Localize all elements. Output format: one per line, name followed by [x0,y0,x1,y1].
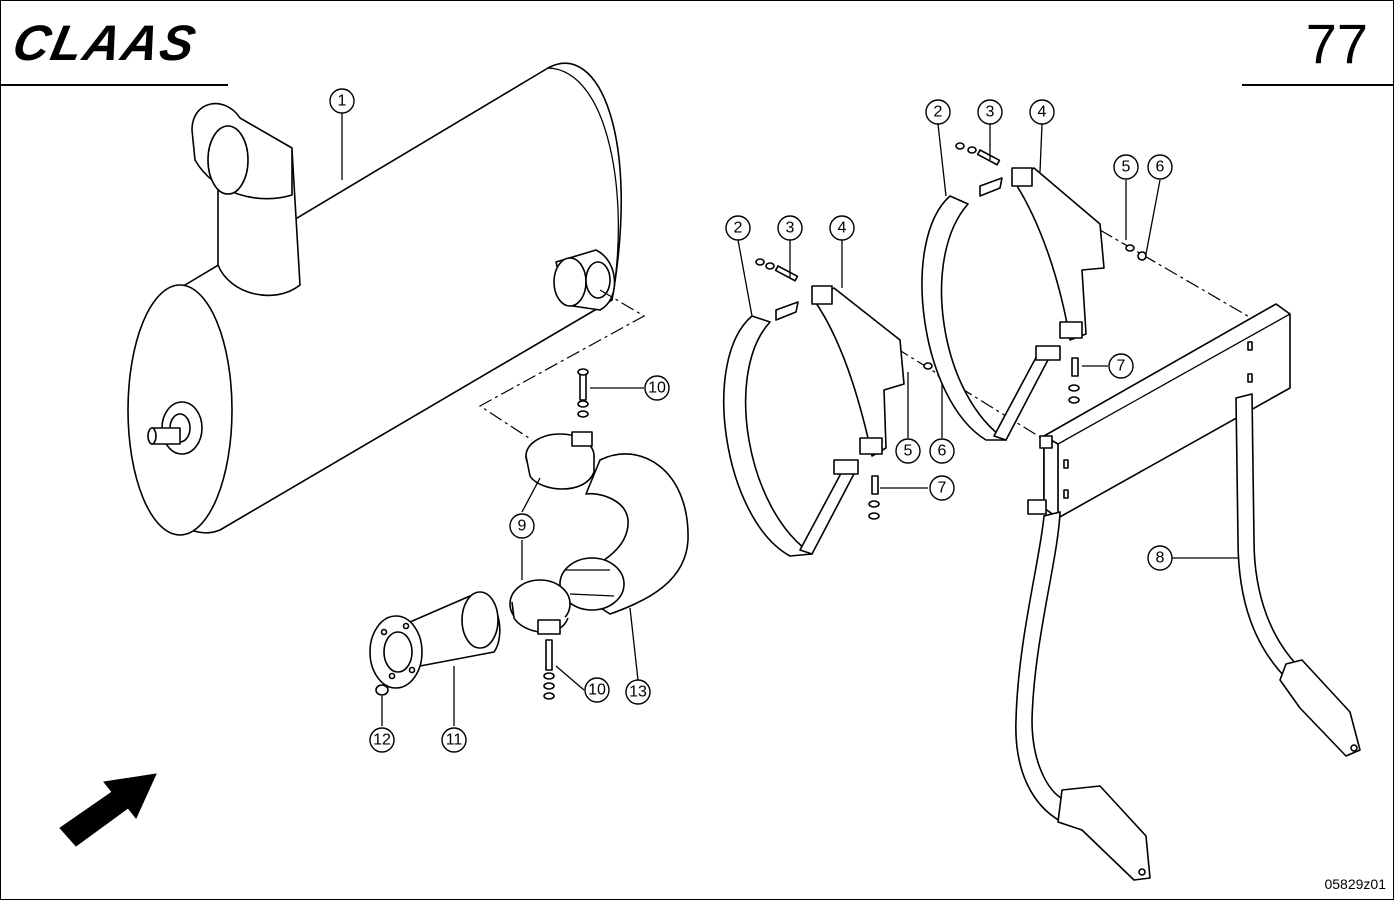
callout-7-right: 7 [1108,353,1134,379]
bolt-lower [543,639,555,700]
callout-label: 6 [938,443,947,460]
bracket-left [811,285,905,457]
callout-label: 7 [938,480,947,497]
support-frame [1015,303,1361,881]
leader-lines [381,123,1238,726]
callout-9: 9 [509,513,535,539]
bent-pipe [559,453,689,615]
callout-label: 3 [786,220,795,237]
muffler [127,62,622,536]
clamp-lower [509,579,571,635]
callout-3-right: 3 [977,99,1003,125]
callout-label: 6 [1156,159,1165,176]
bolts-right [955,142,1147,404]
callout-label: 4 [838,220,847,237]
page-number-rule [1242,84,1394,86]
callout-label: 3 [986,104,995,121]
callout-8: 8 [1147,545,1173,571]
callout-label: 7 [1117,358,1126,375]
assembly-axis [478,289,646,441]
callout-label: 10 [588,682,606,699]
callout-12: 12 [369,727,395,753]
callout-1: 1 [329,88,355,114]
logo-rule [0,84,228,86]
strap-right [921,177,1061,441]
clamp-upper [525,431,595,490]
bracket-right [1011,167,1105,341]
callout-label: 10 [648,380,666,397]
callout-label: 4 [1038,104,1047,121]
assembly-axis [895,347,1049,443]
strap-left [723,301,859,557]
callout-6-left: 6 [929,438,955,464]
callout-2-right: 2 [925,99,951,125]
bolts-left [755,258,947,520]
callout-label: 1 [338,93,347,110]
callout-label: 2 [934,104,943,121]
direction-arrow-icon [59,773,157,847]
callout-label: 11 [446,732,463,749]
bolt-upper [577,368,589,418]
callout-13: 13 [625,679,651,705]
callout-label: 13 [629,684,647,701]
assembly-axis [1099,229,1259,323]
callout-label: 12 [373,732,391,749]
adapter-pipe [369,591,501,696]
callout-label: 8 [1156,550,1165,567]
callout-5-left: 5 [895,438,921,464]
callout-label: 5 [904,443,913,460]
page-number: 77 [1305,12,1368,75]
callout-11: 11 [441,727,467,753]
callout-2-left: 2 [725,215,751,241]
callout-7-left: 7 [929,475,955,501]
callout-label: 9 [518,518,527,535]
callout-10-upper: 10 [644,375,670,401]
callout-4-left: 4 [829,215,855,241]
callout-label: 2 [734,220,743,237]
callout-6-right: 6 [1147,154,1173,180]
callout-label: 5 [1122,159,1131,176]
callout-5-right: 5 [1113,154,1139,180]
callout-3-left: 3 [777,215,803,241]
callout-4-right: 4 [1029,99,1055,125]
drawing-id: 05829z01 [1324,876,1386,892]
callout-10-lower: 10 [584,677,610,703]
